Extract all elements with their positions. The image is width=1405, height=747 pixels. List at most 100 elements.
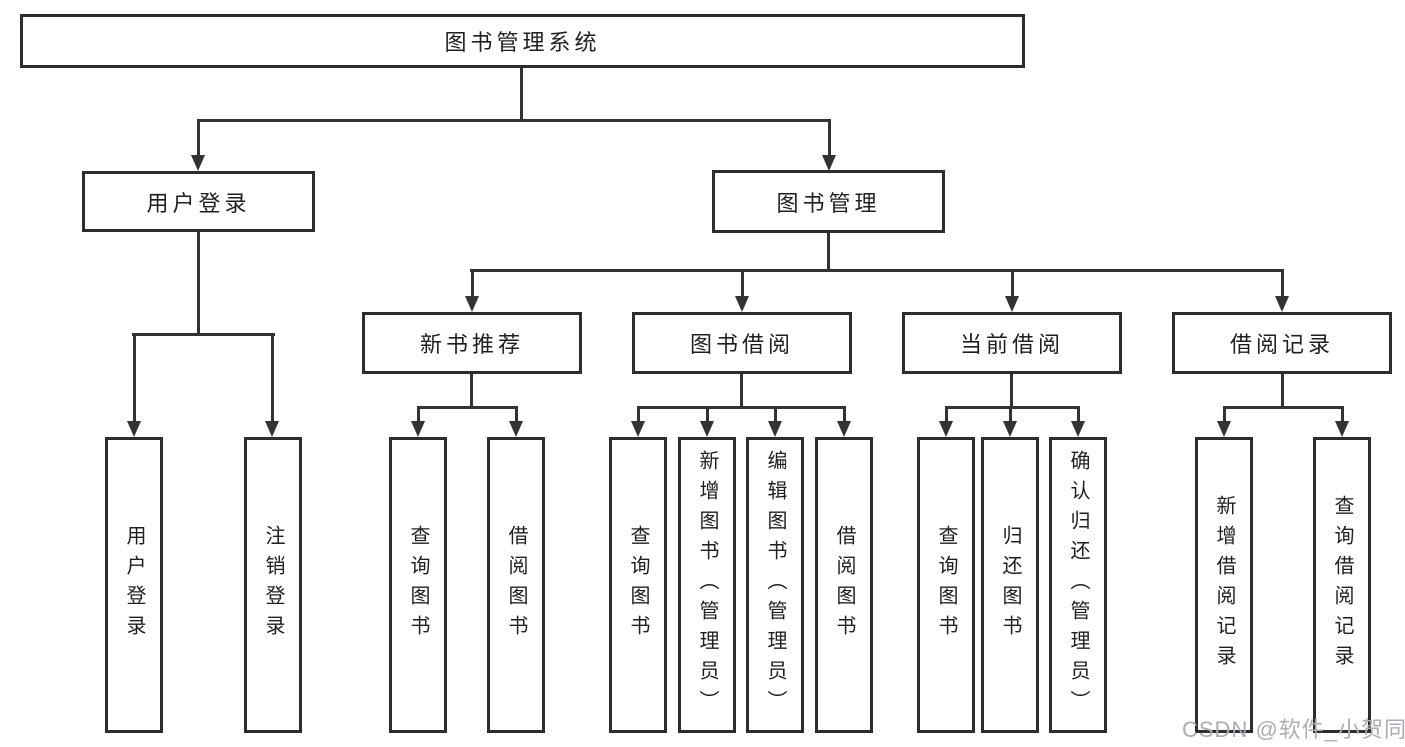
arrow-shaft	[416, 407, 420, 422]
node-leaf-query-books-recommend: 查询图书	[389, 437, 447, 733]
node-label: 用户登录	[123, 525, 145, 645]
arrow-head-icon	[127, 421, 141, 437]
arrow-head-icon	[509, 421, 523, 437]
connector-line	[417, 406, 518, 409]
node-user-login: 用户登录	[82, 171, 315, 232]
arrow-shaft	[944, 407, 948, 422]
connector-arrow-down	[700, 407, 714, 437]
node-leaf-add-borrow-record: 新增借阅记录	[1195, 437, 1253, 733]
connector-arrow-down	[465, 270, 479, 312]
connector-line	[1281, 374, 1284, 409]
node-new-book-recommendation: 新书推荐	[362, 312, 582, 374]
node-label: 注销登录	[262, 525, 284, 645]
connector-arrow-down	[768, 407, 782, 437]
arrow-head-icon	[1003, 421, 1017, 437]
connector-arrow-down	[1003, 407, 1017, 437]
arrow-shaft	[270, 334, 274, 422]
connector-arrow-down	[265, 334, 279, 437]
connector-arrow-down	[411, 407, 425, 437]
node-label: 查询图书	[627, 525, 649, 645]
node-leaf-borrow-books: 借阅图书	[815, 437, 873, 733]
connector-arrow-down	[631, 407, 645, 437]
arrow-shaft	[740, 270, 744, 297]
arrow-head-icon	[191, 155, 205, 171]
node-label: 查询图书	[407, 525, 429, 645]
node-system-root: 图书管理系统	[20, 14, 1025, 68]
arrow-head-icon	[265, 421, 279, 437]
arrow-head-icon	[939, 421, 953, 437]
node-label: 用户登录	[146, 190, 251, 216]
arrow-head-icon	[631, 421, 645, 437]
node-label: 查询借阅记录	[1331, 495, 1353, 675]
arrow-head-icon	[1005, 296, 1019, 312]
connector-line	[132, 333, 275, 336]
arrow-head-icon	[822, 155, 836, 171]
node-label: 新增图书（管理员）	[696, 450, 718, 720]
node-leaf-edit-books-admin: 编辑图书（管理员）	[746, 437, 804, 733]
arrow-head-icon	[1071, 421, 1085, 437]
node-leaf-confirm-return-admin: 确认归还（管理员）	[1049, 437, 1107, 733]
connector-line	[740, 374, 743, 409]
node-label: 确认归还（管理员）	[1067, 450, 1089, 720]
arrow-shaft	[196, 120, 200, 156]
node-label: 当前借阅	[959, 332, 1064, 357]
connector-arrow-down	[1335, 407, 1349, 437]
arrow-shaft	[1340, 407, 1344, 422]
arrow-shaft	[773, 407, 777, 422]
arrow-head-icon	[735, 296, 749, 312]
node-book-management: 图书管理	[712, 170, 945, 233]
connector-arrow-down	[1071, 407, 1085, 437]
node-borrowing-records: 借阅记录	[1172, 312, 1392, 374]
arrow-shaft	[827, 120, 831, 156]
watermark: CSDN @软件_小贺同学	[1182, 717, 1405, 742]
node-label: 归还图书	[999, 525, 1021, 645]
connector-arrow-down	[191, 120, 205, 171]
node-leaf-query-books-current: 查询图书	[917, 437, 975, 733]
connector-arrow-down	[1005, 270, 1019, 312]
connector-line	[1010, 374, 1013, 409]
arrow-head-icon	[1217, 421, 1231, 437]
arrow-head-icon	[411, 421, 425, 437]
node-label: 图书管理系统	[444, 30, 601, 55]
node-label: 借阅图书	[505, 525, 527, 645]
arrow-shaft	[132, 334, 136, 422]
connector-arrow-down	[1275, 270, 1289, 312]
connector-arrow-down	[509, 407, 523, 437]
node-leaf-logout: 注销登录	[244, 437, 302, 733]
node-leaf-query-borrow-record: 查询借阅记录	[1313, 437, 1371, 733]
node-leaf-add-books-admin: 新增图书（管理员）	[678, 437, 736, 733]
arrow-shaft	[470, 270, 474, 297]
connector-line	[470, 269, 1284, 272]
node-label: 新书推荐	[419, 332, 524, 357]
arrow-shaft	[1076, 407, 1080, 422]
node-leaf-query-books-borrow: 查询图书	[609, 437, 667, 733]
arrow-head-icon	[1335, 421, 1349, 437]
arrow-head-icon	[1275, 296, 1289, 312]
connector-line	[637, 406, 846, 409]
connector-line	[1223, 406, 1344, 409]
arrow-shaft	[1008, 407, 1012, 422]
connector-arrow-down	[1217, 407, 1231, 437]
connector-line	[197, 232, 200, 336]
arrow-shaft	[842, 407, 846, 422]
arrow-shaft	[1010, 270, 1014, 297]
node-label: 编辑图书（管理员）	[764, 450, 786, 720]
arrow-head-icon	[700, 421, 714, 437]
arrow-head-icon	[465, 296, 479, 312]
node-book-borrowing: 图书借阅	[632, 312, 852, 374]
node-label: 图书借阅	[689, 332, 794, 357]
connector-line	[945, 406, 1080, 409]
node-label: 查询图书	[935, 525, 957, 645]
connector-line	[470, 374, 473, 409]
arrow-shaft	[705, 407, 709, 422]
connector-arrow-down	[939, 407, 953, 437]
node-leaf-user-login: 用户登录	[105, 437, 163, 733]
node-current-borrowing: 当前借阅	[902, 312, 1122, 374]
arrow-head-icon	[768, 421, 782, 437]
connector-arrow-down	[822, 120, 836, 171]
connector-arrow-down	[837, 407, 851, 437]
node-leaf-return-books: 归还图书	[981, 437, 1039, 733]
arrow-shaft	[636, 407, 640, 422]
arrow-head-icon	[837, 421, 851, 437]
arrow-shaft	[1280, 270, 1284, 297]
